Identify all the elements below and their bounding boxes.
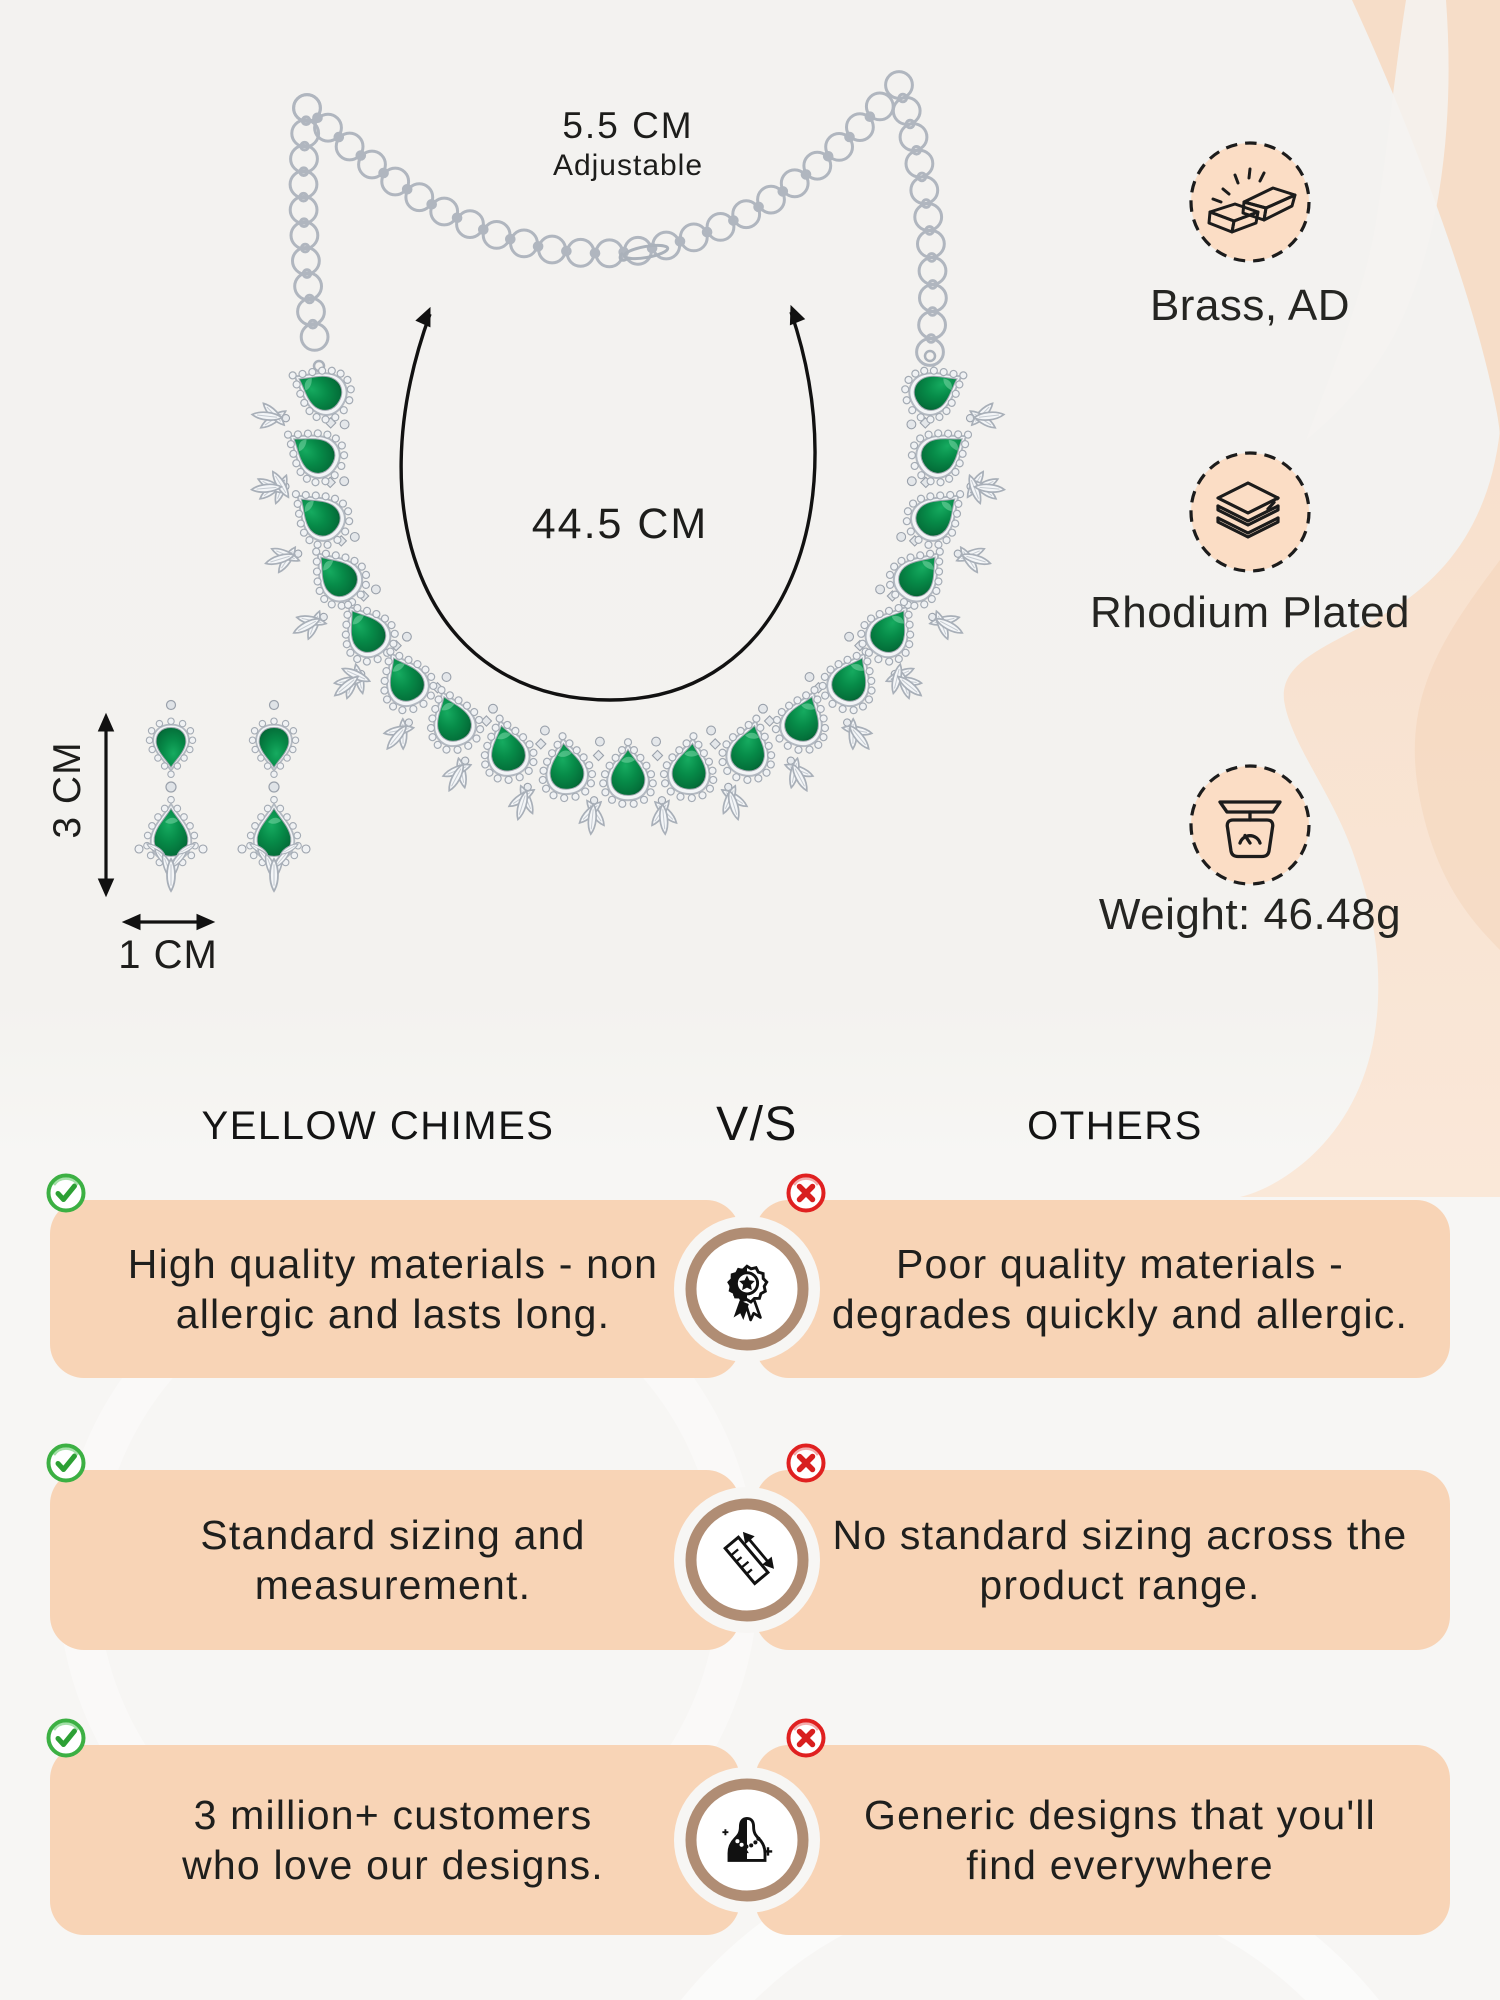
peach-streak-highlight	[1306, 0, 1449, 440]
comparison-right-text: No standard sizing across the product ra…	[832, 1512, 1408, 1608]
comparison-right-text: Poor quality materials - degrades quickl…	[831, 1241, 1409, 1337]
earring-width-label: 1 CM	[118, 933, 218, 977]
check-badge	[46, 1718, 86, 1758]
earring-left	[135, 701, 207, 892]
peach-blob-main	[1240, 430, 1500, 1197]
necklace-length-label: 44.5 CM	[531, 500, 709, 548]
necklace-length-arrow	[399, 304, 817, 702]
gold-bars-icon	[1189, 141, 1311, 263]
extension-length-label: 5.5 CM	[562, 105, 694, 146]
row-center-circle	[685, 1227, 809, 1351]
spec-item	[1188, 763, 1312, 887]
comparison-right-cell	[755, 1200, 1450, 1378]
row-center-circle	[685, 1498, 809, 1622]
measuring-ruler-icon	[685, 1498, 809, 1622]
spec-item	[1188, 450, 1312, 574]
jewelry-design-icon	[685, 1778, 809, 1902]
spec-label: Weight: 46.48g	[1098, 890, 1402, 939]
comparison-left-cell	[50, 1470, 740, 1650]
comparison-left-text: High quality materials - non allergic an…	[127, 1241, 659, 1337]
row-center-circle	[685, 1778, 809, 1902]
weighing-scale-icon	[1189, 764, 1311, 886]
spec-item	[1188, 140, 1312, 264]
check-badge	[46, 1443, 86, 1483]
comparison-right-cell	[755, 1745, 1450, 1935]
earring-width-arrow	[121, 913, 216, 931]
cross-badge	[786, 1443, 826, 1483]
spec-label: Rhodium Plated	[1089, 588, 1411, 637]
comparison-left-cell	[50, 1745, 740, 1935]
earring-right	[238, 701, 310, 892]
necklace-stones	[267, 347, 989, 809]
comparison-left-header: YELLOW CHIMES	[201, 1104, 555, 1148]
layers-icon	[1189, 451, 1311, 573]
cross-badge	[786, 1718, 826, 1758]
extension-note-label: Adjustable	[552, 149, 704, 182]
spec-label: Brass, AD	[1149, 281, 1351, 330]
cross-badge	[786, 1173, 826, 1213]
check-badge	[46, 1173, 86, 1213]
clasp	[618, 243, 670, 262]
peach-blob-top	[1352, 0, 1500, 440]
comparison-right-cell	[755, 1470, 1450, 1650]
comparison-left-text: Standard sizing and measurement.	[200, 1512, 586, 1608]
comparison-left-cell	[50, 1200, 740, 1378]
comparison-right-header: OTHERS	[1027, 1104, 1203, 1148]
earring-height-arrow	[97, 712, 115, 898]
comparison-left-text: 3 million+ customers who love our design…	[182, 1792, 604, 1888]
peach-blob-inner-wash	[1414, 560, 1500, 950]
award-medal-icon	[685, 1227, 809, 1351]
comparison-right-text: Generic designs that you'll find everywh…	[864, 1792, 1376, 1888]
comparison-vs-label: V/S	[716, 1098, 798, 1151]
necklace-chain	[288, 70, 948, 367]
